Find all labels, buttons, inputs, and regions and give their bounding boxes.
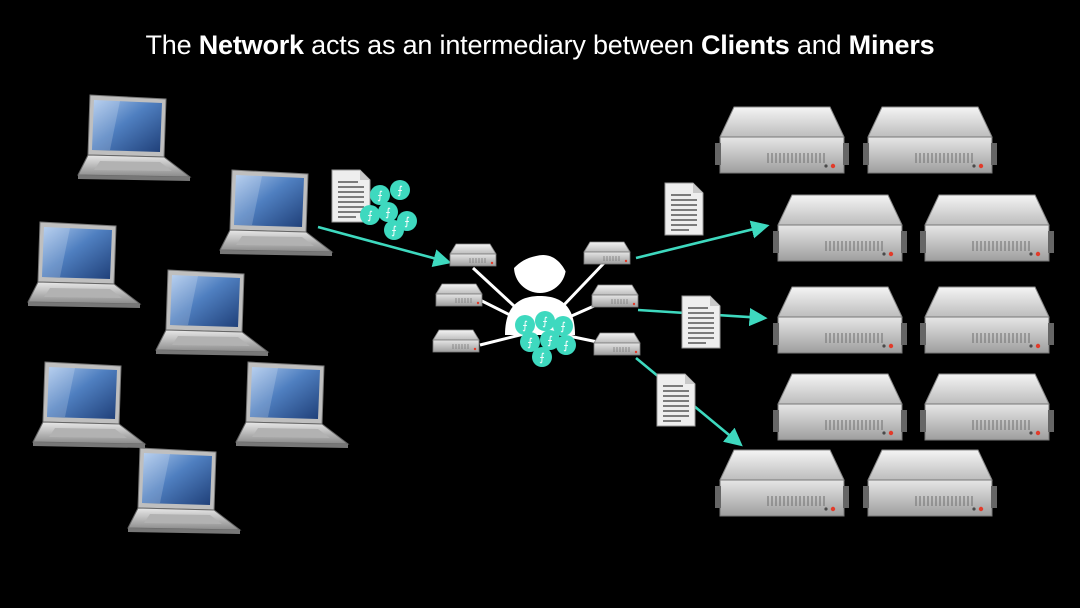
server-icon [862, 106, 998, 174]
hub-server-icon [435, 283, 483, 307]
arrow-client-to-network [317, 225, 452, 268]
hub-server-icon [449, 243, 497, 267]
title-text-3: and [789, 30, 849, 60]
hub-server-icon [593, 332, 641, 356]
token-cluster-client: ⨍ ⨍ ⨍ ⨍ ⨍ ⨍ [360, 180, 417, 240]
title-clients: Clients [700, 30, 790, 60]
laptop-icon [127, 447, 241, 535]
miners-group [714, 106, 1055, 517]
arrow-network-to-miner [635, 220, 770, 260]
token-glyph: ⨍ [377, 189, 383, 202]
token-icon [378, 202, 398, 222]
server-icon [714, 449, 850, 517]
token-glyph: ⨍ [547, 334, 553, 347]
token-glyph: ⨍ [385, 206, 391, 219]
document-icon [656, 373, 696, 427]
token-glyph: ⨍ [367, 209, 373, 222]
title-miners: Miners [848, 30, 935, 60]
server-icon [919, 286, 1055, 354]
laptop-icon [27, 221, 141, 309]
server-icon [772, 286, 908, 354]
laptop-icon [155, 269, 269, 357]
server-icon [862, 449, 998, 517]
clients-group [27, 94, 349, 535]
token-icon [390, 180, 410, 200]
token-glyph: ⨍ [539, 351, 545, 364]
server-icon [772, 373, 908, 441]
token-icon [370, 185, 390, 205]
document-icon [681, 295, 721, 349]
token-icon [360, 205, 380, 225]
server-icon [919, 373, 1055, 441]
title-network: Network [198, 30, 304, 60]
network-hub: ⨍ ⨍ ⨍ ⨍ ⨍ ⨍ ⨍ [432, 235, 641, 367]
document-icon [664, 182, 704, 236]
token-glyph: ⨍ [563, 339, 569, 352]
server-icon [772, 194, 908, 262]
laptop-icon [235, 361, 349, 449]
token-glyph: ⨍ [397, 184, 403, 197]
token-glyph: ⨍ [527, 336, 533, 349]
laptop-icon [77, 94, 191, 182]
token-glyph: ⨍ [404, 215, 410, 228]
slide-title: The Network acts as an intermediary betw… [0, 30, 1080, 61]
server-icon [714, 106, 850, 174]
server-icon [919, 194, 1055, 262]
hub-server-icon [583, 241, 631, 265]
hub-server-icon [591, 284, 639, 308]
token-icon [384, 220, 404, 240]
laptop-icon [219, 169, 333, 257]
token-glyph: ⨍ [542, 315, 548, 328]
laptop-icon [32, 361, 146, 449]
title-text-2: acts as an intermediary between [303, 30, 701, 60]
token-glyph: ⨍ [391, 224, 397, 237]
token-glyph: ⨍ [560, 320, 566, 333]
hub-server-icon [432, 329, 480, 353]
token-glyph: ⨍ [522, 319, 528, 332]
token-cluster-network: ⨍ ⨍ ⨍ ⨍ ⨍ ⨍ ⨍ [515, 311, 576, 367]
title-text-1: The [145, 30, 199, 60]
